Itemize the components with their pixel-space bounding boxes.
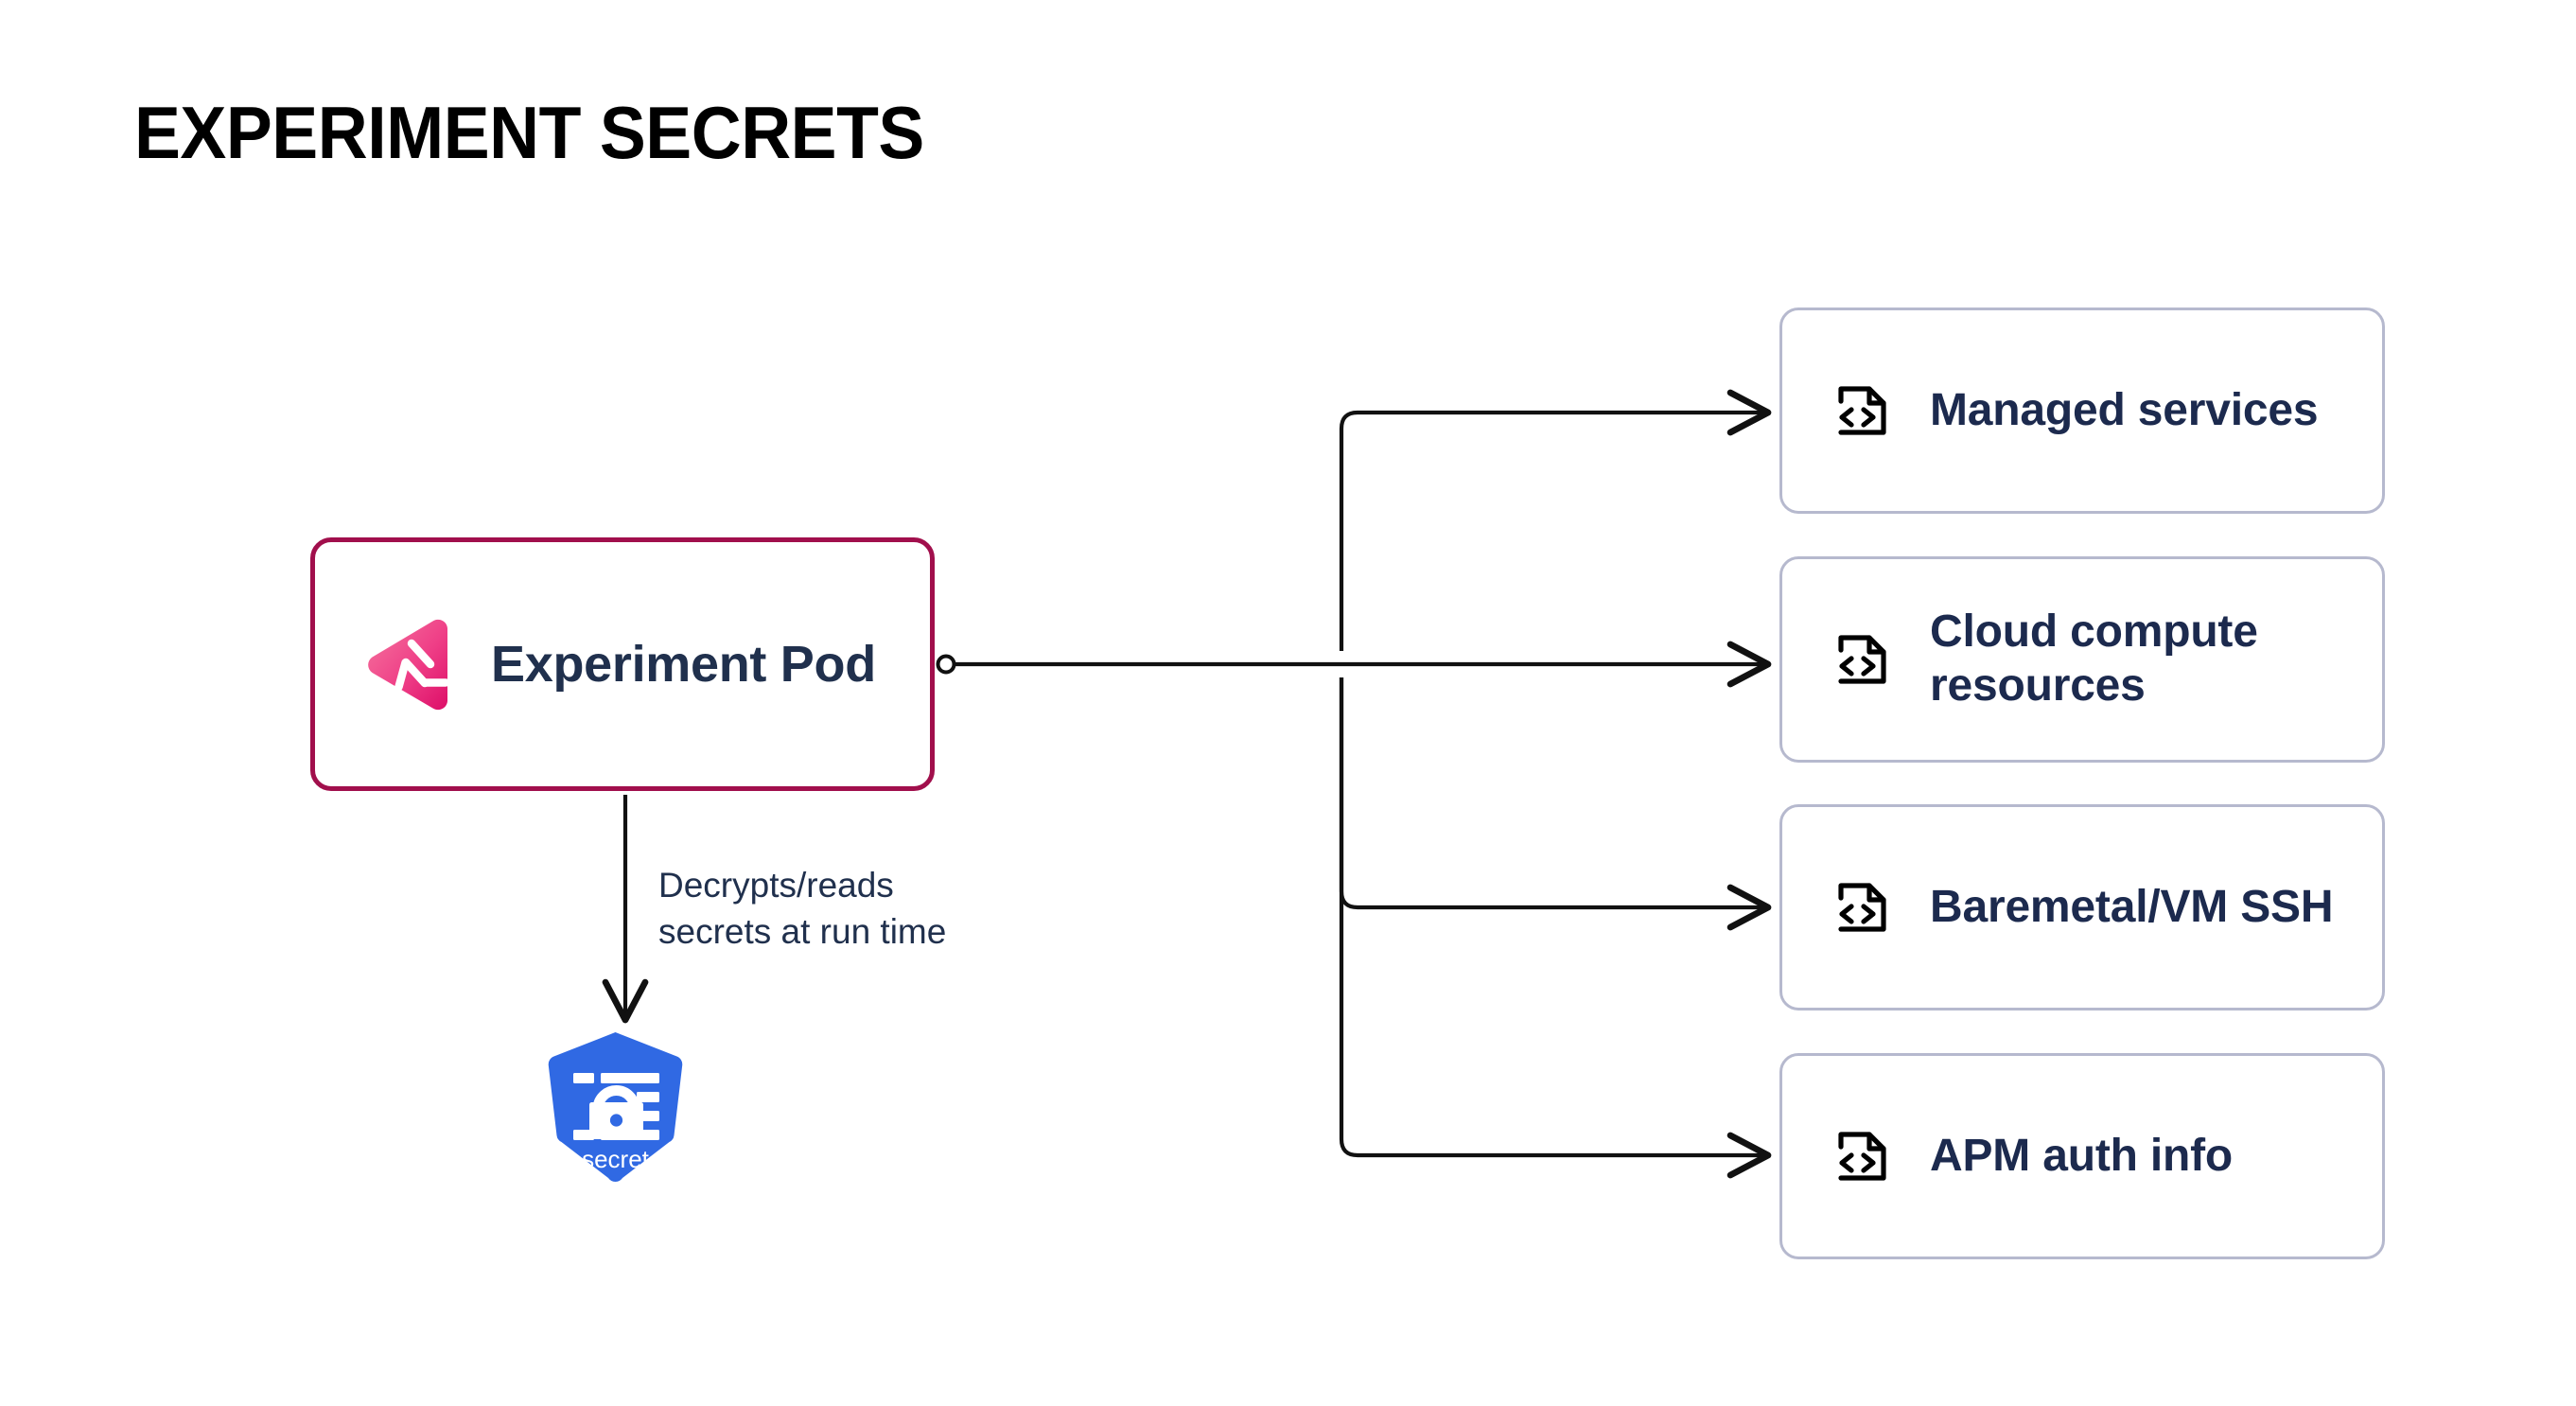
card-baremetal-vm-ssh[interactable]: Baremetal/VM SSH <box>1779 804 2385 1011</box>
file-code-icon <box>1828 625 1896 694</box>
card-apm-auth-info[interactable]: APM auth info <box>1779 1053 2385 1259</box>
file-code-icon <box>1828 377 1896 445</box>
gremlin-logo-icon <box>360 615 459 713</box>
file-code-icon <box>1828 873 1896 941</box>
kubernetes-secret-icon: secret <box>548 1032 683 1183</box>
page-title: EXPERIMENT SECRETS <box>134 91 924 174</box>
node-kubernetes-secret-label: secret <box>582 1145 650 1173</box>
card-label: Cloud compute resources <box>1930 606 2258 711</box>
edge-label-decrypts-reads-secrets: Decrypts/reads secrets at run time <box>658 866 947 951</box>
connector-dot <box>936 654 956 675</box>
edge-to-apm-auth <box>1339 677 1772 1179</box>
card-label: APM auth info <box>1930 1130 2234 1181</box>
file-code-icon <box>1828 1122 1896 1190</box>
edge-to-baremetal-ssh <box>1339 677 1772 931</box>
card-managed-services[interactable]: Managed services <box>1779 308 2385 514</box>
node-kubernetes-secret[interactable]: secret <box>533 1029 698 1212</box>
card-cloud-compute-resources[interactable]: Cloud compute resources <box>1779 556 2385 763</box>
edge-to-managed-services <box>1339 389 1772 651</box>
card-label: Baremetal/VM SSH <box>1930 881 2334 932</box>
node-experiment-pod-label: Experiment Pod <box>491 636 876 693</box>
card-label: Managed services <box>1930 384 2319 435</box>
node-experiment-pod[interactable]: Experiment Pod <box>310 537 935 791</box>
